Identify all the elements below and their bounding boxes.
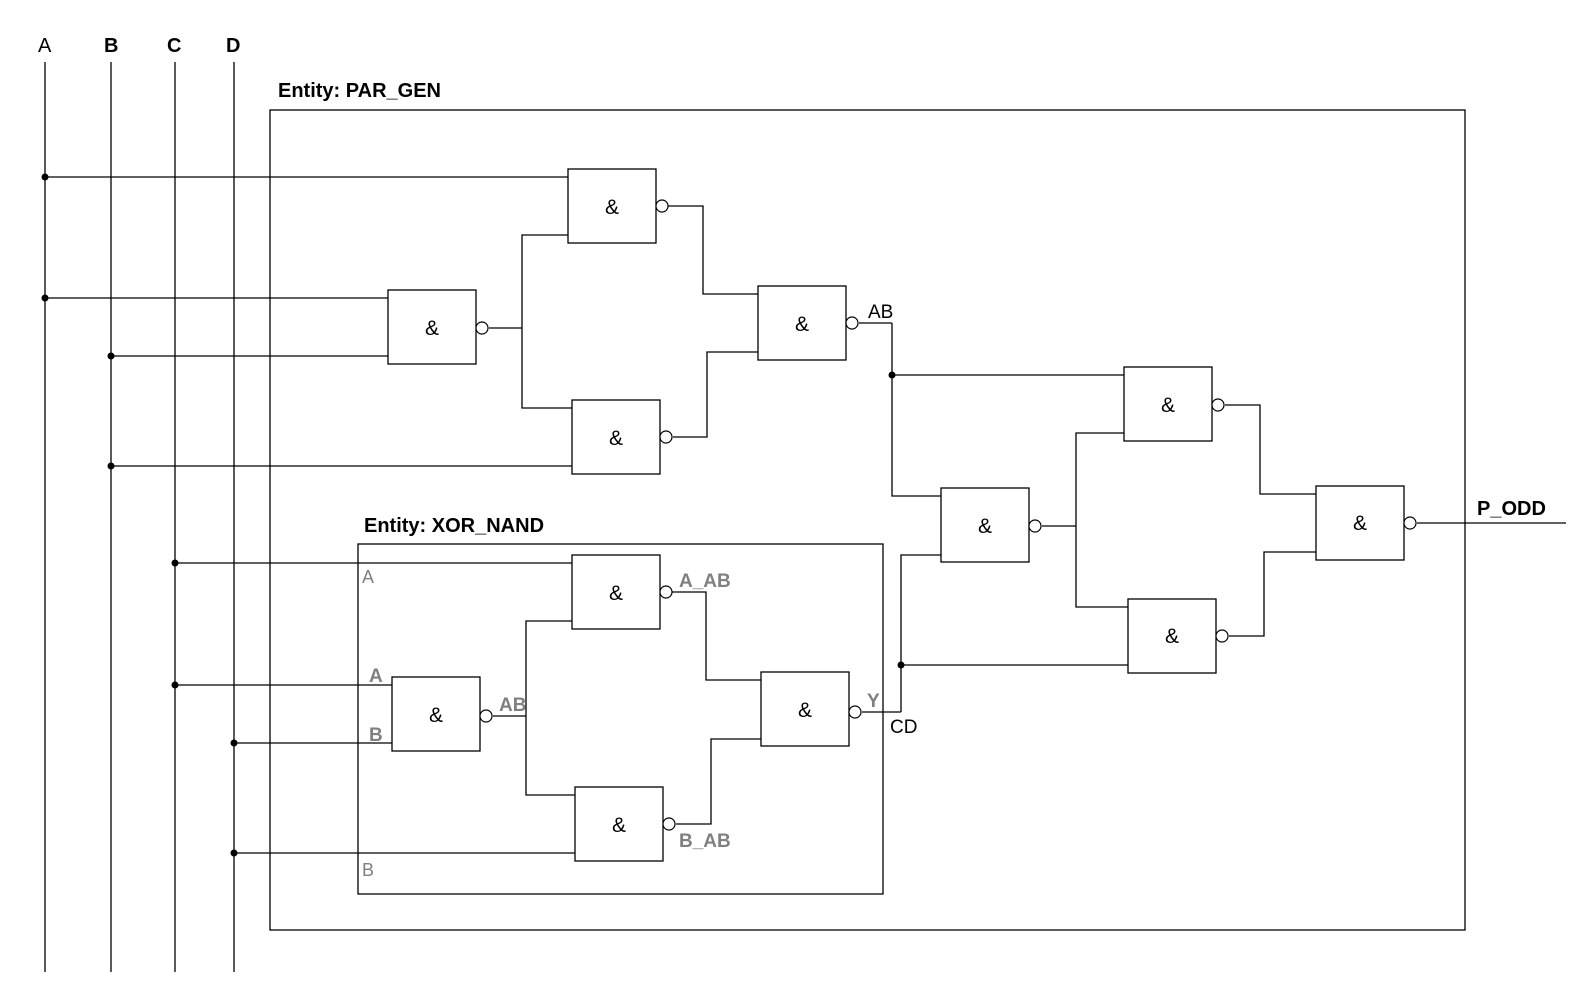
- output-label-p-odd: P_ODD: [1477, 498, 1546, 520]
- junction-dot: [107, 352, 115, 360]
- inner-net-label-y: Y: [867, 691, 880, 712]
- inner-input-label-b: B: [369, 725, 383, 746]
- inner-input-label-a: A: [369, 666, 383, 687]
- inner-net-label-a-ab: A_AB: [679, 571, 731, 592]
- bus-label-b: B: [104, 35, 118, 57]
- net-label-ab: AB: [868, 302, 893, 323]
- wire-g2-out: [668, 205, 758, 295]
- nand-gate-u9: [940, 487, 1030, 563]
- junction-dot: [897, 661, 905, 669]
- nand-gate-u4: [757, 285, 847, 361]
- entity-label-par-gen: Entity: PAR_GEN: [278, 80, 441, 102]
- nand-gate-u2: [567, 168, 657, 244]
- gate-symbol-u3: &: [609, 427, 623, 450]
- bubble-u3: [659, 430, 673, 444]
- gate-symbol-u8: &: [798, 699, 812, 722]
- wire-g1-branch: [521, 234, 572, 409]
- port-label-a-top: A: [362, 567, 374, 587]
- gate-symbol-u6: &: [609, 582, 623, 605]
- nand-gate-u8: [760, 671, 850, 747]
- wire-g10-out: [1225, 404, 1316, 495]
- entity-label-xor-nand: Entity: XOR_NAND: [364, 515, 544, 537]
- bubble-u5: [479, 709, 493, 723]
- wire-g3-out: [673, 351, 758, 438]
- bubble-u12: [1403, 516, 1417, 530]
- junction-dot: [171, 681, 179, 689]
- port-label-b-bottom: B: [362, 860, 374, 880]
- wire-ab-to-g9: [891, 323, 941, 497]
- junction-dot: [41, 173, 49, 181]
- bubble-u7: [662, 817, 676, 831]
- entity-frame-xor-nand: [357, 543, 884, 895]
- gate-symbol-u1: &: [425, 317, 439, 340]
- bus-label-c: C: [167, 35, 181, 57]
- junction-dot: [41, 294, 49, 302]
- nand-gate-u6: [571, 554, 661, 630]
- gate-symbol-u2: &: [605, 196, 619, 219]
- junction-dot: [230, 739, 238, 747]
- wire-g9-branch: [1075, 432, 1128, 608]
- bubble-u10: [1211, 398, 1225, 412]
- bus-label-d: D: [226, 35, 240, 57]
- wire-g6-out: [672, 591, 761, 681]
- gate-symbol-u10: &: [1161, 394, 1175, 417]
- bubble-u4: [845, 316, 859, 330]
- nand-gate-u10: [1123, 366, 1213, 442]
- inner-net-label-ab: AB: [499, 695, 526, 716]
- wire-g7-out: [676, 738, 761, 825]
- inner-net-label-b-ab: B_AB: [679, 831, 731, 852]
- junction-dot: [888, 371, 896, 379]
- bubble-u2: [655, 199, 669, 213]
- wire-g5-branch: [525, 620, 575, 796]
- bubble-u9: [1028, 519, 1042, 533]
- gate-symbol-u9: &: [978, 515, 992, 538]
- gate-symbol-u5: &: [429, 704, 443, 727]
- nand-gate-u12: [1315, 485, 1405, 561]
- nand-gate-u5: [391, 676, 481, 752]
- bubble-u8: [848, 705, 862, 719]
- gate-symbol-u7: &: [612, 814, 626, 837]
- bubble-u1: [475, 321, 489, 335]
- junction-dot: [230, 849, 238, 857]
- gate-symbol-u4: &: [795, 313, 809, 336]
- net-label-cd: CD: [890, 717, 917, 738]
- bus-label-a: A: [38, 35, 52, 57]
- gate-symbol-u12: &: [1353, 512, 1367, 535]
- gate-symbol-u11: &: [1165, 625, 1179, 648]
- entity-frame-par-gen: [269, 109, 1466, 931]
- junction-dot: [171, 559, 179, 567]
- wire-g11-out: [1229, 551, 1316, 637]
- junction-dot: [107, 462, 115, 470]
- nand-gate-u7: [574, 786, 664, 862]
- wire-cd-to-g9: [900, 554, 941, 712]
- bubble-u11: [1215, 629, 1229, 643]
- bubble-u6: [659, 585, 673, 599]
- nand-gate-u11: [1127, 598, 1217, 674]
- nand-gate-u1: [387, 289, 477, 365]
- nand-gate-u3: [571, 399, 661, 475]
